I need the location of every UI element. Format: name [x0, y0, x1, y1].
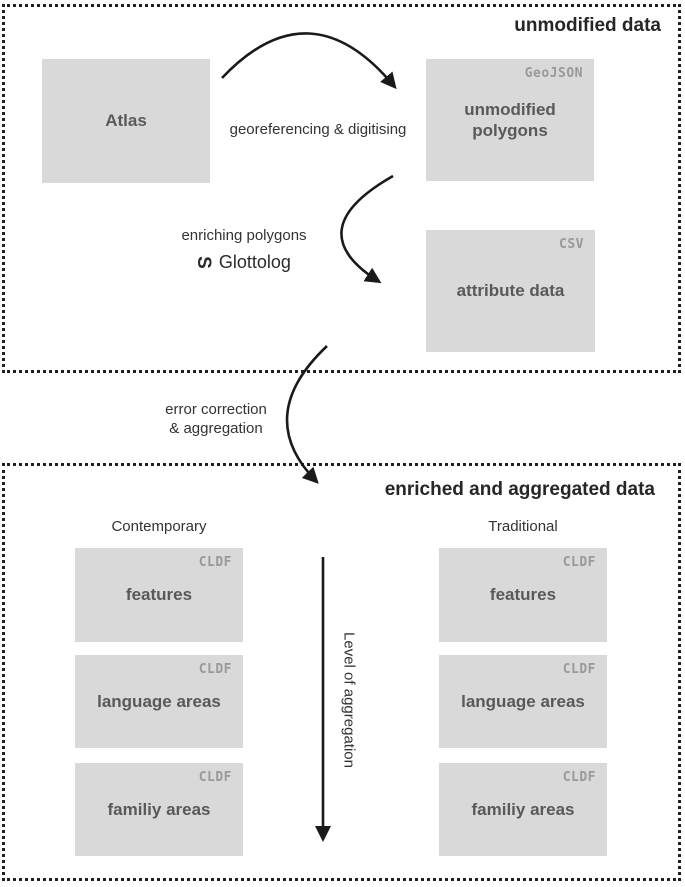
- georeferencing-label: georeferencing & digitising: [229, 121, 407, 138]
- error-correction-line1: error correction: [165, 401, 267, 418]
- cldf-format-label: CLDF: [562, 555, 596, 570]
- contemporary-heading: Contemporary: [111, 518, 207, 535]
- traditional-features-label: features: [489, 585, 557, 605]
- attribute-data-label: attribute data: [456, 281, 565, 301]
- unmodified-polygons-label: unmodified polygons: [464, 99, 556, 140]
- traditional-language-areas-label: language areas: [461, 691, 585, 711]
- traditional-features-box: CLDF features: [439, 548, 607, 642]
- csv-format-label: CSV: [559, 237, 584, 252]
- glottolog-logo-icon: S: [192, 256, 214, 269]
- contemporary-features-label: features: [125, 585, 193, 605]
- unmodified-polygons-box: GeoJSON unmodified polygons: [426, 59, 594, 181]
- unmodified-data-section: [2, 4, 681, 373]
- atlas-box-label: Atlas: [105, 111, 147, 131]
- enriching-polygons-label: enriching polygons: [181, 227, 307, 244]
- unmodified-data-title: unmodified data: [514, 15, 661, 36]
- attribute-data-box: CSV attribute data: [426, 230, 595, 352]
- contemporary-family-areas-label: familiy areas: [107, 799, 211, 819]
- traditional-family-areas-box: CLDF familiy areas: [439, 763, 607, 856]
- contemporary-language-areas-label: language areas: [97, 691, 221, 711]
- error-correction-line2: & aggregation: [169, 419, 263, 437]
- cldf-format-label: CLDF: [198, 555, 232, 570]
- traditional-language-areas-box: CLDF language areas: [439, 655, 607, 748]
- contemporary-features-box: CLDF features: [75, 548, 243, 642]
- glottolog-row: S Glottolog: [174, 252, 314, 273]
- enriched-data-title: enriched and aggregated data: [384, 479, 655, 500]
- glottolog-label: Glottolog: [218, 252, 291, 272]
- atlas-box: Atlas: [42, 59, 210, 183]
- traditional-family-areas-label: familiy areas: [471, 799, 575, 819]
- cldf-format-label: CLDF: [198, 662, 232, 677]
- cldf-format-label: CLDF: [562, 662, 596, 677]
- geojson-format-label: GeoJSON: [524, 66, 583, 81]
- cldf-format-label: CLDF: [198, 770, 232, 785]
- enriched-data-section: [2, 463, 681, 881]
- contemporary-family-areas-box: CLDF familiy areas: [75, 763, 243, 856]
- traditional-heading: Traditional: [488, 518, 558, 535]
- level-of-aggregation-label: Level of aggregation: [340, 632, 358, 768]
- contemporary-language-areas-box: CLDF language areas: [75, 655, 243, 748]
- error-correction-label: error correction & aggregation: [146, 401, 286, 439]
- cldf-format-label: CLDF: [562, 770, 596, 785]
